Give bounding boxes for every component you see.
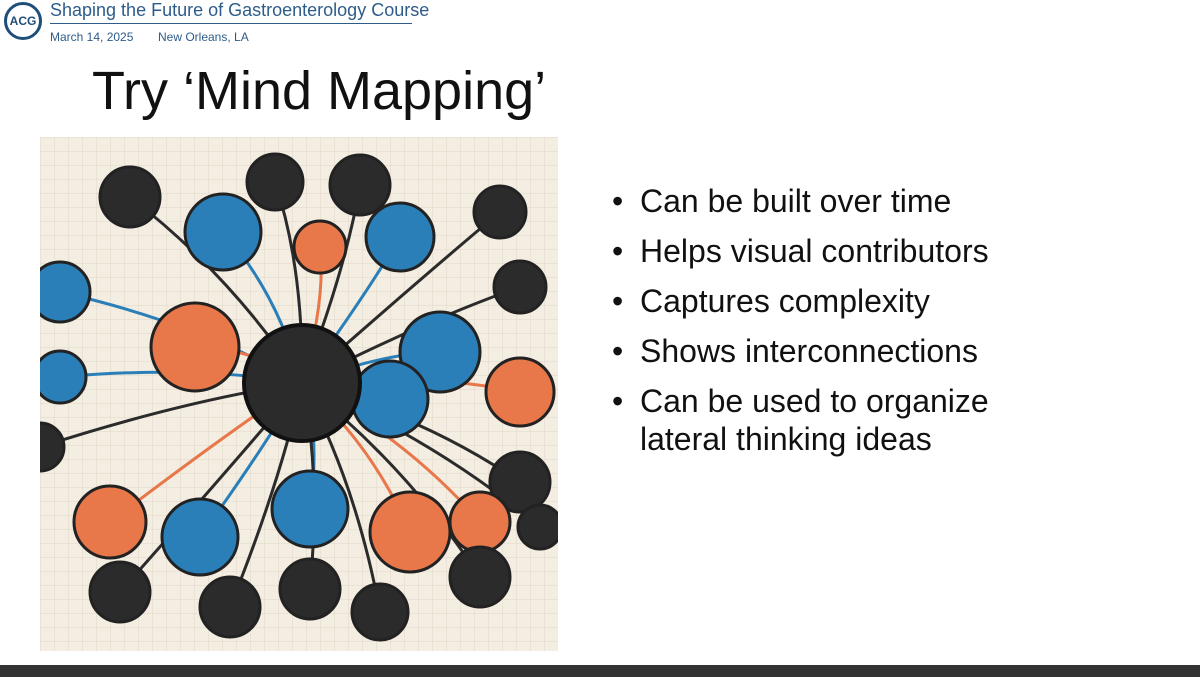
mind-map-node — [492, 259, 548, 315]
bullet-dot: • — [612, 333, 624, 369]
bullet-text: Helps visual contributors — [640, 233, 989, 269]
bullet-dot: • — [612, 233, 624, 269]
bullet-text: Can be built over time — [640, 183, 952, 219]
mind-map-node — [149, 301, 241, 393]
bullet-dot: • — [612, 283, 624, 319]
mind-map-node — [183, 192, 263, 272]
mind-map-node — [40, 260, 92, 324]
mind-map-node — [292, 219, 348, 275]
bullet-dot: • — [612, 183, 624, 219]
course-title: Shaping the Future of Gastroenterology C… — [50, 0, 430, 20]
mind-map-node — [88, 560, 152, 624]
mind-map-node — [472, 184, 528, 240]
mind-map-node — [40, 349, 88, 405]
bullet-item: • Shows interconnections — [612, 326, 989, 376]
mind-map-node — [72, 484, 148, 560]
mind-map-node — [448, 490, 512, 554]
mind-map-node — [368, 490, 452, 574]
mind-map-node — [40, 421, 66, 473]
mind-map-central-node — [242, 323, 362, 443]
bullet-dot: • — [612, 383, 624, 419]
mind-map-node — [245, 152, 305, 212]
mind-map-node — [448, 545, 512, 609]
logo-text: ACG — [9, 14, 37, 28]
course-location: New Orleans, LA — [158, 30, 249, 44]
mind-map-node — [270, 469, 350, 549]
footer-bar — [0, 665, 1200, 677]
mind-map-node — [364, 201, 436, 273]
mind-map-node — [278, 557, 342, 621]
bullet-item: • Captures complexity — [612, 276, 989, 326]
mind-map-node — [160, 497, 240, 577]
mind-map-node — [484, 356, 556, 428]
bullet-list: • Can be built over time • Helps visual co… — [612, 176, 989, 458]
slide-title: Try ‘Mind Mapping’ — [92, 61, 547, 121]
bullet-text: Shows interconnections — [640, 333, 978, 369]
mind-map-node — [98, 165, 162, 229]
mind-map-node — [398, 310, 482, 394]
mind-map-node — [516, 503, 558, 551]
bullet-text-continued: lateral thinking ideas — [640, 421, 932, 457]
bullet-item: • Can be built over time — [612, 176, 989, 226]
mind-map-node — [350, 359, 430, 439]
mind-map-node — [350, 582, 410, 642]
mind-map-node — [328, 153, 392, 217]
bullet-text: Can be used to organize — [640, 383, 989, 419]
header-divider — [50, 23, 412, 24]
acg-logo: ACG — [4, 2, 42, 40]
course-date: March 14, 2025 — [50, 30, 134, 44]
bullet-item: • Helps visual contributors — [612, 226, 989, 276]
mind-map-illustration — [40, 137, 558, 651]
mind-map-node — [198, 575, 262, 639]
bullet-text: Captures complexity — [640, 283, 930, 319]
mind-map-node — [488, 450, 552, 514]
